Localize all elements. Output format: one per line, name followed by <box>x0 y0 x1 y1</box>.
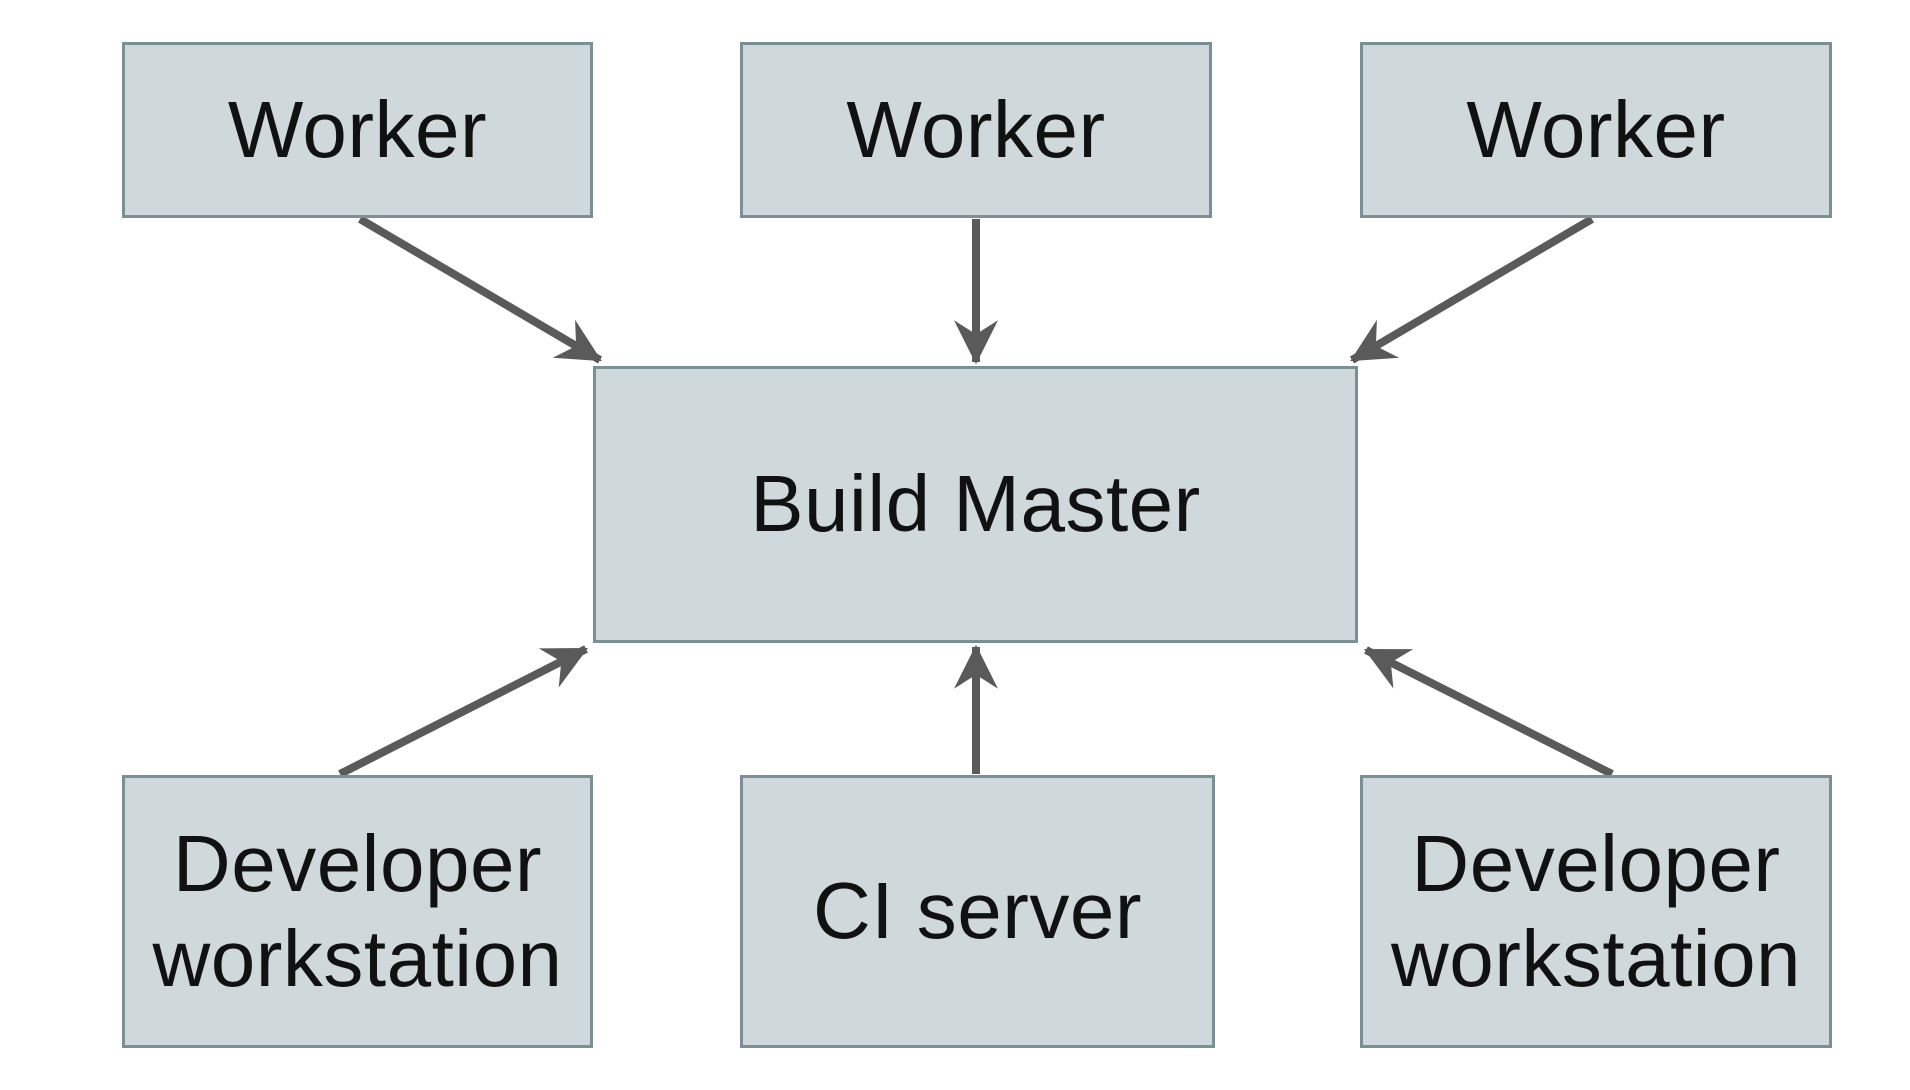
arrow-dev-workstation-left-to-build-master <box>338 645 588 778</box>
node-dev-workstation-right-label: Developer workstation <box>1390 819 1802 1003</box>
node-worker-left-label: Worker <box>227 84 488 174</box>
node-dev-workstation-left-label: Developer workstation <box>152 819 563 1003</box>
node-dev-workstation-left: Developer workstation <box>122 775 593 1048</box>
node-worker-center-label: Worker <box>846 84 1106 174</box>
node-dev-workstation-right: Developer workstation <box>1360 775 1832 1048</box>
node-worker-left: Worker <box>122 42 593 218</box>
node-build-master: Build Master <box>593 366 1358 643</box>
arrow-worker-left-to-build-master <box>357 215 603 364</box>
node-ci-server-label: CI server <box>813 866 1142 956</box>
arrow-worker-right-to-build-master <box>1349 215 1595 364</box>
node-ci-server: CI server <box>740 775 1215 1048</box>
node-worker-right-label: Worker <box>1466 84 1726 174</box>
node-worker-center: Worker <box>740 42 1212 218</box>
node-worker-right: Worker <box>1360 42 1832 218</box>
arrow-dev-workstation-right-to-build-master <box>1364 646 1614 778</box>
node-build-master-label: Build Master <box>750 459 1201 549</box>
